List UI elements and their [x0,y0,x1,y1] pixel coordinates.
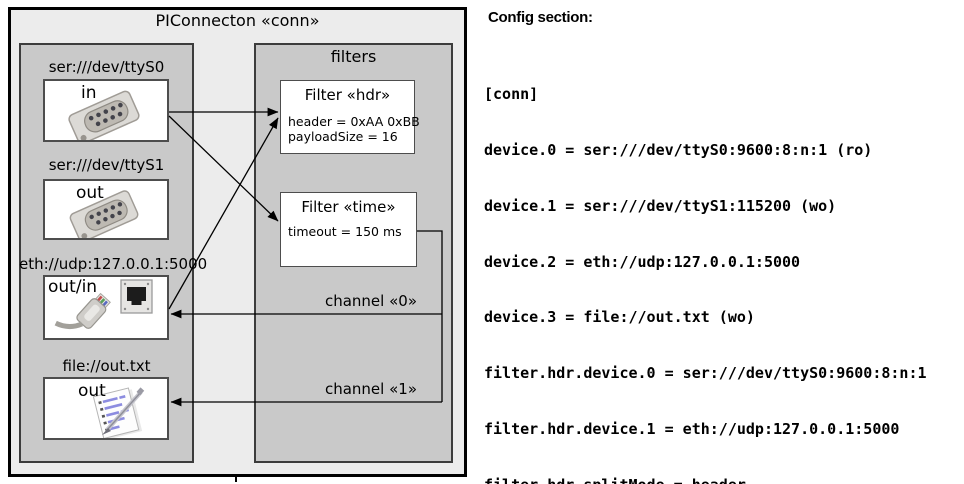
config-line: filter.hdr.device.0 = ser:///dev/ttyS0:9… [484,364,927,383]
notepad-icon [92,387,145,438]
filter-time-props: timeout = 150 ms [288,224,402,239]
channel-0-label: channel «0» [324,292,417,310]
device-box-file: out [43,377,169,440]
serial-connector-icon [69,190,139,238]
filter-prop: timeout = 150 ms [288,224,402,239]
diagram-anchor-tick [235,477,237,482]
filter-prop: header = 0xAA 0xBB [288,114,420,129]
channel-1-label: channel «1» [324,380,417,398]
filter-hdr-title: Filter «hdr» [304,86,391,104]
config-section-heading: Config section: [488,9,593,26]
config-line: filter.hdr.splitMode = header [484,476,936,484]
device-mode-label: out/in [48,277,98,297]
diagram-title: PIConnecton «conn» [155,11,320,30]
filter-hdr-box: Filter «hdr» header = 0xAA 0xBB payloadS… [280,80,420,154]
filter-time-box: Filter «time» timeout = 150 ms [280,192,417,267]
filter-time-title: Filter «time» [301,198,396,216]
device-url-label-eth: eth://udp:127.0.0.1:5000 [19,255,208,273]
config-text: [conn] device.0 = ser:///dev/ttyS0:9600:… [484,48,936,484]
device-mode-label: out [78,381,106,401]
device-mode-label: in [81,83,97,103]
config-line: device.1 = ser:///dev/ttyS1:115200 (wo) [484,196,837,215]
filter-hdr-props: header = 0xAA 0xBB payloadSize = 16 [288,114,420,144]
config-line: [conn] [484,85,539,104]
config-line: filter.hdr.device.1 = eth://udp:127.0.0.… [484,419,900,438]
config-line: device.2 = eth://udp:127.0.0.1:5000 [484,252,801,271]
filter-prop: payloadSize = 16 [288,129,398,144]
config-line: device.3 = file://out.txt (wo) [484,308,755,327]
device-url-label-ttys1: ser:///dev/ttyS1 [48,156,165,174]
device-mode-label: out [76,183,104,203]
ethernet-icon [54,279,153,330]
device-box-ttys1: out [43,179,169,240]
config-line: device.0 = ser:///dev/ttyS0:9600:8:n:1 (… [484,140,873,159]
filters-group-title: filters [330,47,377,66]
serial-connector-icon [68,90,140,140]
device-url-label-file: file://out.txt [62,357,151,375]
device-url-label-ttys0: ser:///dev/ttyS0 [48,58,165,76]
device-box-ttys0: in [43,79,169,142]
device-box-eth: out/in [43,275,169,340]
